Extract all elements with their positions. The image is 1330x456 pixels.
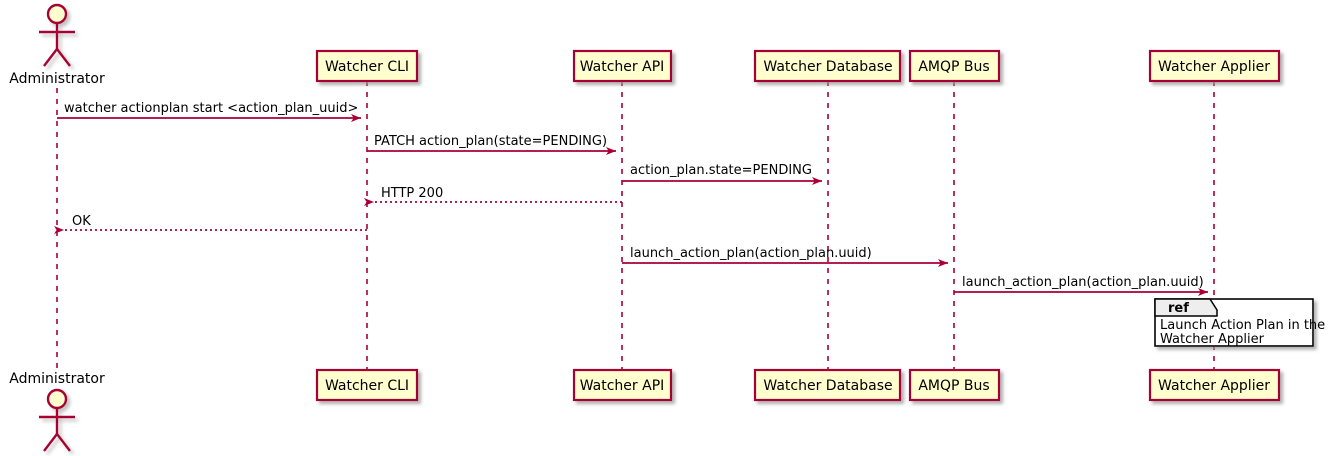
message-patch-action-plan[interactable]: PATCH action_plan(state=PENDING) — [367, 134, 616, 155]
ref-fragment-tab-label: ref — [1168, 301, 1189, 316]
participant-label-watcher-api: Watcher API — [580, 378, 665, 394]
participant-watcher-api-top[interactable]: Watcher API — [572, 49, 673, 83]
message-label: watcher actionplan start <action_plan_uu… — [64, 101, 358, 116]
message-watcher-actionplan-start[interactable]: watcher actionplan start <action_plan_uu… — [57, 101, 361, 122]
ref-fragment-line-1: Launch Action Plan in the — [1160, 318, 1325, 333]
actor-label-administrator-bottom: Administrator — [9, 371, 105, 387]
participant-amqp-bus-bottom[interactable]: AMQP Bus — [908, 368, 1001, 402]
message-label: PATCH action_plan(state=PENDING) — [374, 134, 607, 149]
participant-label-watcher-api: Watcher API — [580, 59, 665, 75]
message-action-plan-state-pending[interactable]: action_plan.state=PENDING — [622, 163, 822, 185]
participant-watcher-applier-bottom[interactable]: Watcher Applier — [1148, 368, 1281, 402]
participant-box — [315, 368, 419, 402]
participant-watcher-cli-top[interactable]: Watcher CLI — [315, 49, 419, 83]
message-label: action_plan.state=PENDING — [630, 163, 812, 178]
participant-label-watcher-database: Watcher Database — [763, 378, 892, 394]
ref-fragment[interactable]: ref Launch Action Plan in the Watcher Ap… — [1154, 298, 1325, 347]
participant-label-amqp-bus: AMQP Bus — [918, 378, 989, 394]
participant-box — [753, 49, 902, 83]
actor-administrator-bottom[interactable] — [39, 388, 75, 452]
message-ok[interactable]: OK — [54, 214, 367, 234]
actor-leg-right-icon — [56, 48, 71, 67]
actor-administrator-top[interactable] — [39, 3, 75, 67]
message-label: HTTP 200 — [381, 186, 443, 201]
participant-box — [1148, 49, 1281, 83]
actor-label-administrator-top: Administrator — [9, 71, 105, 87]
message-label: OK — [72, 214, 91, 229]
participant-box — [315, 49, 419, 83]
message-label: launch_action_plan(action_plan.uuid) — [630, 246, 872, 261]
message-launch-action-plan-bus-applier[interactable]: launch_action_plan(action_plan.uuid) — [954, 275, 1208, 296]
actor-head-icon — [46, 388, 68, 410]
message-label: launch_action_plan(action_plan.uuid) — [962, 275, 1204, 290]
ref-fragment-line-2: Watcher Applier — [1160, 332, 1265, 347]
participant-box — [753, 368, 902, 402]
actor-head-icon — [46, 3, 68, 25]
participant-box — [1148, 368, 1281, 402]
participant-label-watcher-cli: Watcher CLI — [325, 59, 409, 75]
participant-box — [572, 49, 673, 83]
message-http-200[interactable]: HTTP 200 — [364, 186, 622, 206]
participant-box — [572, 368, 673, 402]
participant-box — [908, 368, 1001, 402]
message-launch-action-plan-api-bus[interactable]: launch_action_plan(action_plan.uuid) — [622, 246, 948, 267]
lifelines — [56, 81, 1215, 370]
participant-watcher-database-bottom[interactable]: Watcher Database — [753, 368, 902, 402]
participant-label-watcher-applier: Watcher Applier — [1158, 59, 1270, 75]
participant-amqp-bus-top[interactable]: AMQP Bus — [908, 49, 1001, 83]
participant-label-watcher-cli: Watcher CLI — [325, 378, 409, 394]
actor-leg-right-icon — [56, 433, 71, 452]
ref-fragment-tab — [1154, 298, 1218, 317]
participant-watcher-applier-top[interactable]: Watcher Applier — [1148, 49, 1281, 83]
participant-box — [908, 49, 1001, 83]
participant-watcher-cli-bottom[interactable]: Watcher CLI — [315, 368, 419, 402]
participant-label-watcher-applier: Watcher Applier — [1158, 378, 1270, 394]
participant-watcher-api-bottom[interactable]: Watcher API — [572, 368, 673, 402]
participant-watcher-database-top[interactable]: Watcher Database — [753, 49, 902, 83]
participant-label-amqp-bus: AMQP Bus — [918, 59, 989, 75]
actor-leg-left-icon — [43, 433, 58, 452]
participant-label-watcher-database: Watcher Database — [763, 59, 892, 75]
actor-leg-left-icon — [43, 48, 58, 67]
